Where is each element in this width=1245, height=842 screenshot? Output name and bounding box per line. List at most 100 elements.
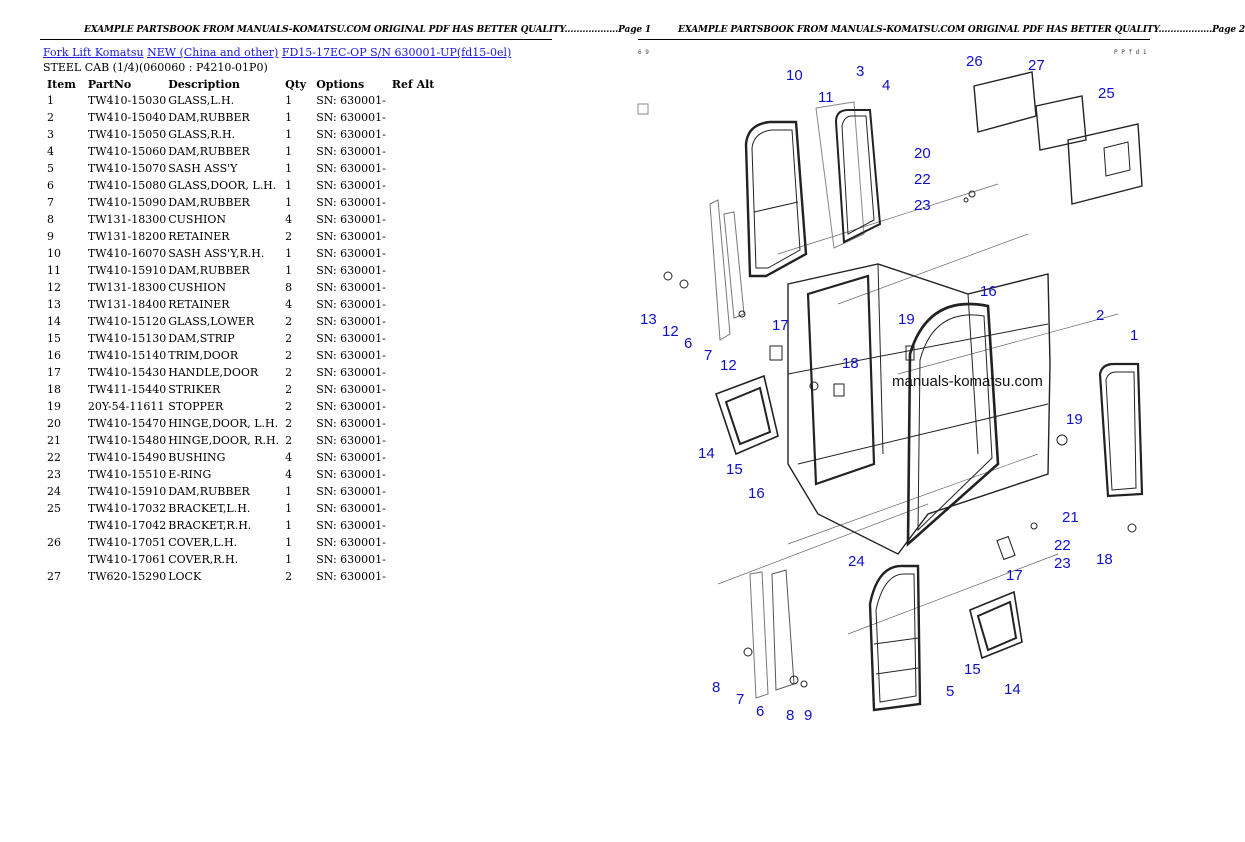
cell-options: SN: 630001- <box>316 519 386 532</box>
cell-refalt <box>386 466 439 483</box>
cell-item: 8 <box>47 213 54 226</box>
callout-label: 10 <box>786 67 803 84</box>
callout-label: 2 <box>1096 307 1104 324</box>
cell-qty: 1 <box>285 485 293 498</box>
cell-description: E-RING <box>168 468 212 481</box>
cell-description: TRIM,DOOR <box>168 349 239 362</box>
breadcrumb-link-forklift[interactable]: Fork Lift Komatsu <box>43 46 144 59</box>
callout-label: 12 <box>720 357 737 374</box>
cell-item: 3 <box>47 128 54 141</box>
callout-label: 20 <box>914 145 931 162</box>
cell-qty: 4 <box>285 213 293 226</box>
cell-description: BRACKET,R.H. <box>168 519 252 532</box>
callout-label: 11 <box>818 89 834 106</box>
cell-refalt <box>386 432 439 449</box>
cell-refalt <box>386 381 439 398</box>
cell-description: GLASS,DOOR, L.H. <box>168 179 277 192</box>
cell-item: 10 <box>47 247 61 260</box>
callout-label: 24 <box>848 553 865 570</box>
cell-item: 14 <box>47 315 61 328</box>
cell-description: CUSHION <box>168 213 227 226</box>
cell-partno: TW410-15910 <box>87 264 167 277</box>
callout-label: 15 <box>726 461 743 478</box>
callout-label: 23 <box>914 197 931 214</box>
cell-item: 19 <box>47 400 61 413</box>
breadcrumb-link-model[interactable]: FD15-17EC-OP S/N 630001-UP(fd15-0el) <box>281 46 512 59</box>
cell-description: GLASS,L.H. <box>168 94 235 107</box>
cell-qty: 1 <box>285 502 293 515</box>
cell-item <box>41 551 80 568</box>
cell-options: SN: 630001- <box>316 570 386 583</box>
cell-partno: TW410-15060 <box>87 145 167 158</box>
cell-options: SN: 630001- <box>316 247 386 260</box>
callout-label: 17 <box>1006 567 1023 584</box>
col-header-description: Description <box>168 77 240 91</box>
cell-item: 12 <box>47 281 61 294</box>
cell-qty: 2 <box>285 383 293 396</box>
breadcrumb-link-region[interactable]: NEW (China and other) <box>147 46 279 59</box>
cell-refalt <box>386 245 439 262</box>
header-rule-1 <box>40 39 552 40</box>
cell-item: 25 <box>47 502 61 515</box>
callout-label: 22 <box>1054 537 1071 554</box>
cell-qty: 1 <box>285 94 293 107</box>
cell-qty: 2 <box>285 434 293 447</box>
callout-label: 15 <box>964 661 981 678</box>
diagram-watermark: manuals-komatsu.com <box>892 373 1043 390</box>
col-header-partno: PartNo <box>87 77 132 91</box>
cell-qty: 4 <box>285 451 293 464</box>
parts-table: Item PartNo Description Qty Options Ref … <box>41 76 438 585</box>
section-title: STEEL CAB (1/4)(060060 : P4210-01P0) <box>43 61 268 74</box>
col-header-item: Item <box>47 77 76 91</box>
cell-refalt <box>386 262 439 279</box>
header-rule-2 <box>638 39 1150 40</box>
cell-refalt <box>386 500 439 517</box>
cell-item: 13 <box>47 298 61 311</box>
callout-label: 8 <box>712 679 720 696</box>
cell-partno: TW410-15040 <box>87 111 167 124</box>
cell-options: SN: 630001- <box>316 264 386 277</box>
callout-label: 26 <box>966 53 983 70</box>
cell-description: DAM,STRIP <box>168 332 235 345</box>
cell-qty: 1 <box>285 247 293 260</box>
cell-partno: TW410-16070 <box>87 247 167 260</box>
cell-qty: 1 <box>285 145 293 158</box>
cell-item: 2 <box>47 111 54 124</box>
cell-item: 20 <box>47 417 61 430</box>
cell-options: SN: 630001- <box>316 298 386 311</box>
cell-options: SN: 630001- <box>316 179 386 192</box>
cell-options: SN: 630001- <box>316 145 386 158</box>
cell-refalt <box>386 483 439 500</box>
cell-refalt <box>386 534 439 551</box>
callout-label: 19 <box>1066 411 1083 428</box>
cell-qty: 2 <box>285 417 293 430</box>
cell-item: 4 <box>47 145 54 158</box>
cell-refalt <box>386 551 439 568</box>
cell-qty: 2 <box>285 230 293 243</box>
cell-options: SN: 630001- <box>316 349 386 362</box>
cell-partno: TW410-17061 <box>87 553 167 566</box>
cell-partno: TW131-18200 <box>87 230 167 243</box>
cell-refalt <box>386 228 439 245</box>
cell-item: 23 <box>47 468 61 481</box>
breadcrumb: Fork Lift Komatsu NEW (China and other) … <box>43 46 511 59</box>
cell-options: SN: 630001- <box>316 434 386 447</box>
cell-qty: 2 <box>285 332 293 345</box>
cell-partno: TW410-15910 <box>87 485 167 498</box>
cell-description: SASH ASS'Y <box>168 162 238 175</box>
cell-options: SN: 630001- <box>316 485 386 498</box>
cell-item: 18 <box>47 383 61 396</box>
cell-refalt <box>386 568 439 585</box>
cell-description: DAM,RUBBER <box>168 111 250 124</box>
